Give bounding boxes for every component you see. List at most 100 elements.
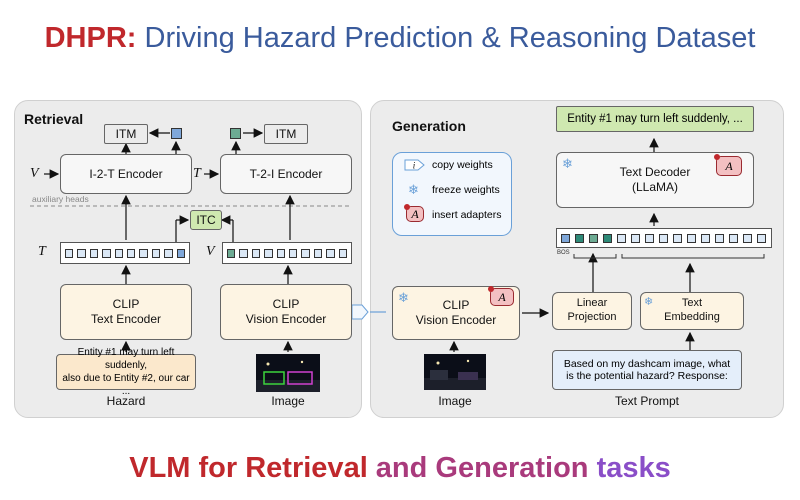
text-token [164,248,173,258]
bos-token [561,233,570,243]
adapter-glyph: A [411,206,419,221]
decoder-adapter-icon: A [714,154,742,176]
svg-text:i: i [413,161,416,171]
title-rest: Driving Hazard Prediction & Reasoning Da… [136,22,756,54]
text-token [89,248,99,258]
decoder-snowflake-icon: ❄ [562,156,573,171]
adapter-pin [714,154,720,160]
linear-line2: Projection [567,311,617,323]
clip-text-encoder: CLIP Text Encoder [60,284,192,340]
visual-token [589,233,598,243]
legend-copy-label: copy weights [432,159,493,171]
text-emb-line2: Embedding [664,311,720,323]
text-token [729,233,738,243]
decoder-line1: Text Decoder [619,165,691,179]
var-t-top: T [193,166,201,181]
adapter-pin [404,204,410,210]
text-token [673,233,682,243]
text-token [687,233,696,243]
text-prompt-label: Text Prompt [614,394,680,408]
retrieval-dashcam-image [256,354,320,392]
itm-left-box: ITM [104,124,148,144]
bottom-title-part1: VLM for Retrieval [129,452,368,484]
hazard-line2: also due to Entity #2, our car ... [62,373,190,397]
hazard-line1: Entity #1 may turn left suddenly, [77,347,175,371]
text-token [701,233,710,243]
itm-right-box: ITM [264,124,308,144]
text-token [151,248,161,258]
text-token [65,248,74,258]
gen-clip-snowflake-icon: ❄ [398,290,409,305]
bottom-title-part3: tasks [588,452,671,484]
vision-cls-token [227,248,236,258]
decoder-adapter-glyph: A [725,158,733,173]
snowflake-icon: ❄ [408,182,419,197]
prompt-line2: is the potential hazard? Response: [566,370,728,382]
text-token-strip [60,242,190,264]
visual-token [603,233,612,243]
hazard-text-box: Entity #1 may turn left suddenly, also d… [56,347,196,397]
vision-token [301,248,310,258]
text-token [757,233,766,243]
page-title: DHPR: Driving Hazard Prediction & Reason… [0,22,800,55]
linear-projection: Linear Projection [552,292,632,330]
bottom-title-part2: and Generation [367,452,589,484]
output-text-box: Entity #1 may turn left suddenly, ... [556,106,754,132]
vision-token-strip [222,242,352,264]
text-cls-token [176,248,186,258]
text-emb-snowflake-icon: ❄ [644,296,654,308]
var-v: V [206,244,215,259]
retrieval-title: Retrieval [24,111,84,127]
itm-left-token [171,128,182,139]
clip-vision-encoder: CLIP Vision Encoder [220,284,352,340]
vision-token [264,248,273,258]
text-prompt-box: Based on my dashcam image, what is the p… [552,350,742,390]
prompt-line1: Based on my dashcam image, what [563,358,731,370]
text-embedding: Text Embedding [640,292,744,330]
bottom-title: VLM for Retrieval and Generation tasks [0,452,800,485]
gen-clip-line1: CLIP [442,298,470,312]
generation-title: Generation [392,118,466,134]
aux-heads-label: auxiliary heads [32,194,89,204]
i2t-encoder: I-2-T Encoder [60,154,192,194]
adapter-pin [488,286,494,292]
bos-label: BOS [557,250,570,256]
gen-clip-adapter-icon: A [488,286,514,306]
text-token [102,248,111,258]
text-token [77,248,86,258]
clip-vision-line2: Vision Encoder [245,312,327,326]
visual-token [575,233,584,243]
vision-token [313,248,323,258]
var-v-top: V [30,166,39,181]
title-acronym: DHPR [44,22,127,54]
text-token [617,233,626,243]
gen-image-label: Image [438,394,472,408]
legend-insert-label: insert adapters [432,209,502,221]
linear-line1: Linear [576,297,608,310]
text-token [114,248,124,258]
text-token [743,233,752,243]
gen-dashcam-image [424,354,486,390]
retrieval-image-label: Image [271,394,305,408]
vision-token [251,248,261,258]
text-token [659,233,668,243]
text-token [715,233,724,243]
decoder-line2: (LLaMA) [631,180,678,194]
gen-dashcam-image-graphic [424,354,486,390]
text-token [645,233,654,243]
gen-clip-line2: Vision Encoder [415,313,497,327]
itc-box: ITC [190,210,222,230]
text-token [139,248,148,258]
legend-freeze-label: freeze weights [432,184,500,196]
text-token [127,248,136,258]
title-colon: : [126,22,137,54]
dashcam-image-graphic [256,354,320,392]
itm-right-token [230,128,241,139]
llm-token-strip [556,228,772,248]
clip-text-line1: CLIP [112,297,140,311]
adapter-icon: A [404,204,424,222]
t2i-encoder: T-2-I Encoder [220,154,352,194]
vision-token [326,248,335,258]
clip-text-line2: Text Encoder [90,312,162,326]
clip-vision-line1: CLIP [272,297,300,311]
